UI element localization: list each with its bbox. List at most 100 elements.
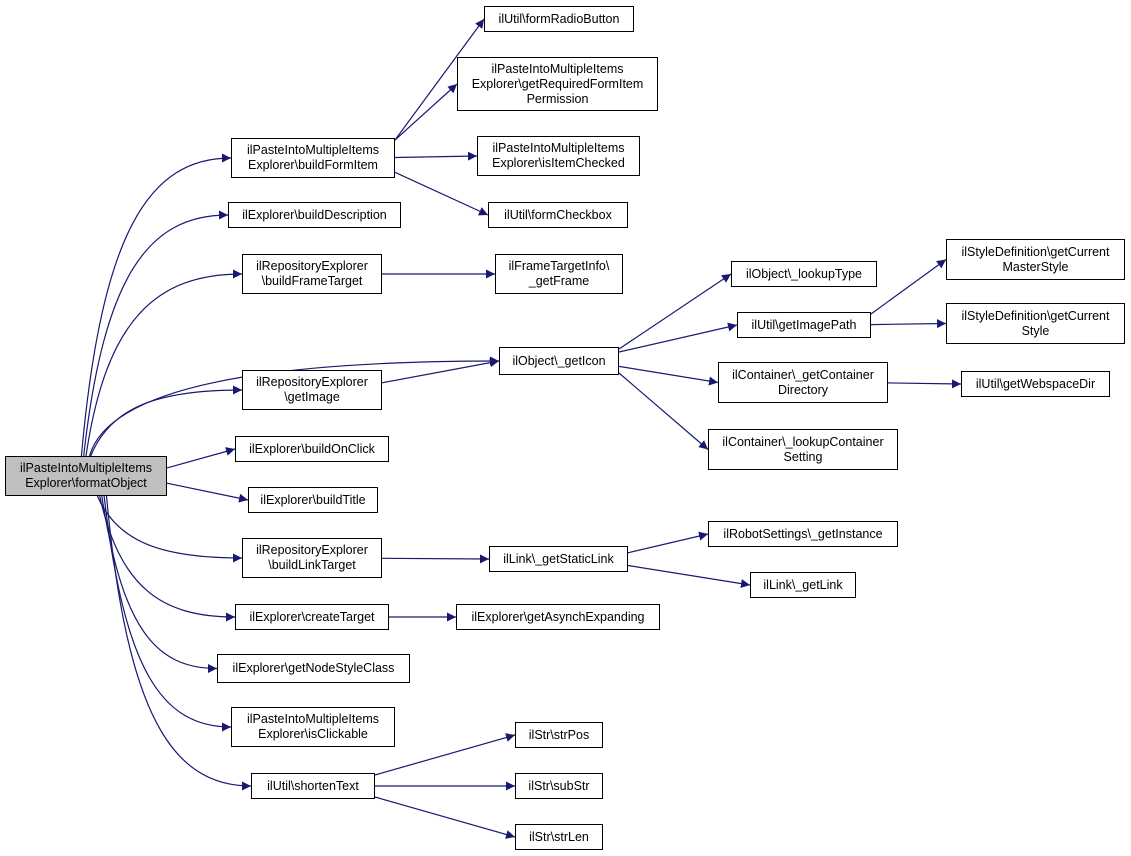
node-get-instance[interactable]: ilRobotSettings\_getInstance — [708, 521, 898, 547]
edge-root-to-shortenText — [105, 495, 252, 791]
edge-root-to-getImage — [90, 385, 243, 457]
node-label-line: ilPasteIntoMultipleItems — [491, 61, 624, 76]
node-lookup-type[interactable]: ilObject\_lookupType — [731, 261, 877, 287]
edge-getImagePath-to-getCurrentStyle — [870, 319, 947, 329]
node-label-line: ilUtil\shortenText — [267, 778, 359, 793]
edge-getIcon-to-lookupType — [618, 273, 732, 350]
node-build-on-click[interactable]: ilExplorer\buildOnClick — [235, 436, 389, 462]
edge-getIcon-to-lookupContainerSetting — [618, 372, 709, 450]
node-label-line: ilRobotSettings\_getInstance — [723, 526, 883, 541]
node-label-line: ilExplorer\buildDescription — [242, 207, 387, 222]
node-label-line: ilUtil\formCheckbox — [504, 207, 612, 222]
edge-buildLinkTarget-to-getStaticLink — [381, 554, 490, 564]
node-label-line: Explorer\buildFormItem — [248, 158, 378, 172]
edge-root-to-getIcon — [88, 356, 500, 457]
node-label-line: ilPasteIntoMultipleItems — [492, 141, 625, 155]
edge-root-to-getNodeStyleClass — [101, 495, 218, 673]
edge-root-to-buildTitle — [166, 482, 249, 503]
edge-shortenText-to-strLen — [374, 796, 516, 839]
edge-buildFormItem-to-formRadioButton — [394, 18, 485, 141]
node-label-line: ilExplorer\createTarget — [249, 609, 375, 624]
node-label-line: ilObject\_getIcon — [512, 353, 606, 368]
node-create-target[interactable]: ilExplorer\createTarget — [235, 604, 389, 630]
node-build-description[interactable]: ilExplorer\buildDescription — [228, 202, 401, 228]
node-str-len[interactable]: ilStr\strLen — [515, 824, 603, 850]
edge-buildFormItem-to-formCheckbox — [394, 171, 489, 216]
node-label-line: ilRepositoryExplorer — [256, 375, 368, 389]
node-label-line: ilContainer\_lookupContainer — [722, 434, 884, 449]
node-sub-str[interactable]: ilStr\subStr — [515, 773, 603, 799]
node-get-link[interactable]: ilLink\_getLink — [750, 572, 856, 598]
node-label-line: ilObject\_lookupType — [745, 266, 863, 281]
node-label-line: ilExplorer\buildOnClick — [249, 441, 375, 456]
edge-root-to-buildFormItem — [80, 153, 232, 457]
node-get-image[interactable]: ilRepositoryExplorer\getImage — [242, 370, 382, 410]
node-label-line: \buildFrameTarget — [261, 274, 363, 288]
node-form-radio-button[interactable]: ilUtil\formRadioButton — [484, 6, 634, 32]
node-label-line: Explorer\getRequiredFormItem — [471, 76, 644, 91]
node-str-pos[interactable]: ilStr\strPos — [515, 722, 603, 748]
node-get-frame[interactable]: ilFrameTargetInfo\_getFrame — [495, 254, 623, 294]
node-label-line: ilRepositoryExplorer — [256, 543, 368, 557]
edge-shortenText-to-strPos — [374, 733, 516, 776]
node-label-line: ilStyleDefinition\getCurrent — [961, 308, 1110, 323]
edge-root-to-buildDescription — [83, 210, 229, 457]
edge-getContainerDirectory-to-getWebspaceDir — [887, 379, 962, 389]
node-shorten-text[interactable]: ilUtil\shortenText — [251, 773, 375, 799]
node-label-line: \buildLinkTarget — [268, 558, 356, 572]
node-label-line: ilStyleDefinition\getCurrent — [961, 244, 1110, 259]
node-label-line: Permission — [526, 91, 589, 106]
node-label-line: ilPasteIntoMultipleItems — [19, 461, 152, 475]
node-build-frame-target[interactable]: ilRepositoryExplorer\buildFrameTarget — [242, 254, 382, 294]
edge-root-to-buildFrameTarget — [85, 269, 243, 457]
node-get-node-style-class[interactable]: ilExplorer\getNodeStyleClass — [217, 654, 410, 683]
node-label-line: ilContainer\_getContainer — [732, 367, 874, 382]
node-form-checkbox[interactable]: ilUtil\formCheckbox — [488, 202, 628, 228]
node-label-line: ilPasteIntoMultipleItems — [246, 712, 379, 726]
node-label-line: ilPasteIntoMultipleItems — [246, 143, 379, 157]
edge-buildFormItem-to-getRequiredFormItemPermission — [394, 83, 458, 141]
edge-getIcon-to-getImagePath — [618, 322, 738, 353]
edge-root-to-buildOnClick — [166, 447, 236, 469]
node-label-line: MasterStyle — [1002, 259, 1069, 274]
node-label-line: ilLink\_getStaticLink — [503, 551, 614, 566]
edge-getImage-to-getIcon — [381, 358, 500, 384]
edge-getImagePath-to-getCurrentMasterStyle — [870, 259, 947, 315]
node-get-static-link[interactable]: ilLink\_getStaticLink — [489, 546, 628, 572]
node-get-webspace-dir[interactable]: ilUtil\getWebspaceDir — [961, 371, 1110, 397]
edge-buildFormItem-to-isItemChecked — [394, 151, 478, 161]
node-label-line: ilExplorer\getNodeStyleClass — [232, 661, 395, 675]
node-get-image-path[interactable]: ilUtil\getImagePath — [737, 312, 871, 338]
edge-getIcon-to-getContainerDirectory — [618, 365, 719, 386]
node-label-line: ilExplorer\getAsynchExpanding — [471, 609, 645, 624]
node-get-icon[interactable]: ilObject\_getIcon — [499, 347, 619, 375]
edge-getStaticLink-to-getLink — [627, 564, 751, 589]
node-label-line: ilStr\strPos — [528, 727, 590, 742]
node-build-link-target[interactable]: ilRepositoryExplorer\buildLinkTarget — [242, 538, 382, 578]
node-label-line: ilExplorer\buildTitle — [260, 492, 366, 507]
node-label-line: ilRepositoryExplorer — [256, 259, 368, 273]
node-label-line: Setting — [783, 449, 823, 464]
node-build-title[interactable]: ilExplorer\buildTitle — [248, 487, 378, 513]
node-label-line: ilUtil\getImagePath — [751, 317, 857, 332]
node-label-line: Directory — [777, 382, 828, 397]
node-label-line: ilUtil\getWebspaceDir — [975, 376, 1096, 391]
node-label-line: ilFrameTargetInfo\ — [508, 259, 610, 273]
node-label-line: \getImage — [284, 390, 340, 404]
node-label-line: ilStr\subStr — [528, 778, 590, 793]
node-label-line: Explorer\formatObject — [25, 476, 147, 490]
edge-getStaticLink-to-getInstance — [627, 531, 709, 554]
node-get-asynch-expanding[interactable]: ilExplorer\getAsynchExpanding — [456, 604, 660, 630]
node-label-line: Explorer\isClickable — [258, 727, 368, 741]
